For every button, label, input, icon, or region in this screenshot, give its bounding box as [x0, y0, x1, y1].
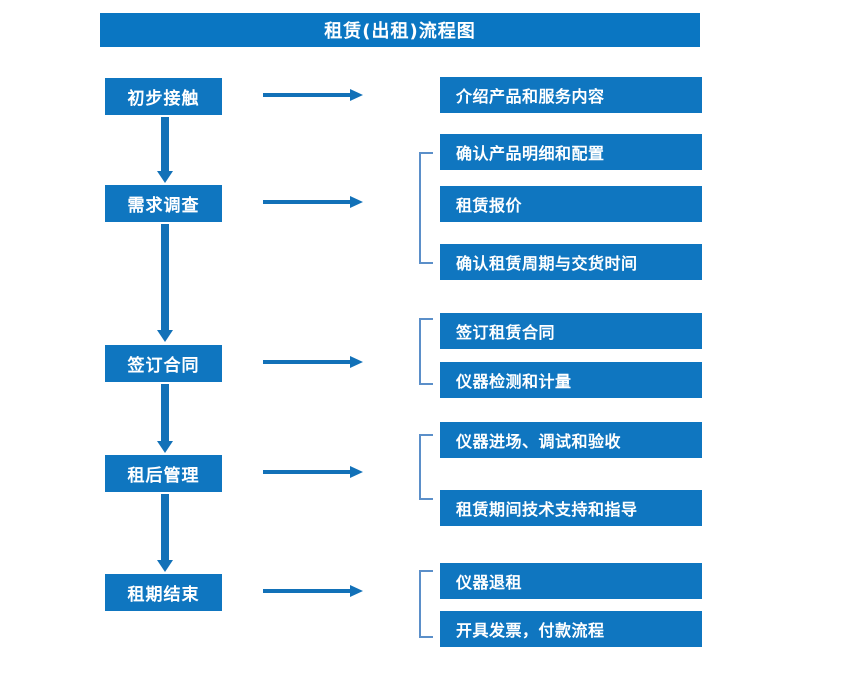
- group-bracket-2: [419, 152, 433, 264]
- arrow-head-right-icon: [350, 196, 363, 208]
- group-bracket-4: [419, 434, 433, 500]
- arrow-shaft: [161, 117, 169, 171]
- arrow-shaft: [161, 494, 169, 560]
- detail-box-6[interactable]: 仪器检测和计量: [440, 362, 702, 398]
- horizontal-arrow-stage-2: [263, 196, 363, 208]
- vertical-arrow-4-to-5: [157, 494, 173, 572]
- stage-box-2[interactable]: 需求调查: [105, 185, 222, 222]
- detail-box-2[interactable]: 确认产品明细和配置: [440, 134, 702, 170]
- detail-box-3[interactable]: 租赁报价: [440, 186, 702, 222]
- horizontal-arrow-stage-3: [263, 356, 363, 368]
- group-bracket-5: [419, 570, 433, 638]
- detail-box-9[interactable]: 仪器退租: [440, 563, 702, 599]
- arrow-head-right-icon: [350, 89, 363, 101]
- diagram-title: 租赁(出租)流程图: [100, 13, 700, 47]
- arrow-shaft: [263, 470, 351, 474]
- arrow-head-right-icon: [350, 356, 363, 368]
- arrow-shaft: [263, 93, 351, 97]
- arrow-shaft: [263, 589, 351, 593]
- detail-box-5[interactable]: 签订租赁合同: [440, 313, 702, 349]
- horizontal-arrow-stage-4: [263, 466, 363, 478]
- detail-box-7[interactable]: 仪器进场、调试和验收: [440, 422, 702, 458]
- vertical-arrow-1-to-2: [157, 117, 173, 183]
- arrow-shaft: [161, 384, 169, 441]
- horizontal-arrow-stage-5: [263, 585, 363, 597]
- stage-box-4[interactable]: 租后管理: [105, 455, 222, 492]
- detail-box-1[interactable]: 介绍产品和服务内容: [440, 77, 702, 113]
- arrow-head-right-icon: [350, 585, 363, 597]
- arrow-head-down-icon: [157, 560, 173, 572]
- arrow-head-right-icon: [350, 466, 363, 478]
- detail-box-10[interactable]: 开具发票，付款流程: [440, 611, 702, 647]
- group-bracket-3: [419, 318, 433, 385]
- horizontal-arrow-stage-1: [263, 89, 363, 101]
- arrow-shaft: [161, 224, 169, 330]
- arrow-shaft: [263, 360, 351, 364]
- stage-box-1[interactable]: 初步接触: [105, 78, 222, 115]
- arrow-head-down-icon: [157, 441, 173, 453]
- vertical-arrow-3-to-4: [157, 384, 173, 453]
- arrow-head-down-icon: [157, 171, 173, 183]
- stage-box-5[interactable]: 租期结束: [105, 574, 222, 611]
- arrow-head-down-icon: [157, 330, 173, 342]
- arrow-shaft: [263, 200, 351, 204]
- detail-box-4[interactable]: 确认租赁周期与交货时间: [440, 244, 702, 280]
- detail-box-8[interactable]: 租赁期间技术支持和指导: [440, 490, 702, 526]
- stage-box-3[interactable]: 签订合同: [105, 345, 222, 382]
- vertical-arrow-2-to-3: [157, 224, 173, 342]
